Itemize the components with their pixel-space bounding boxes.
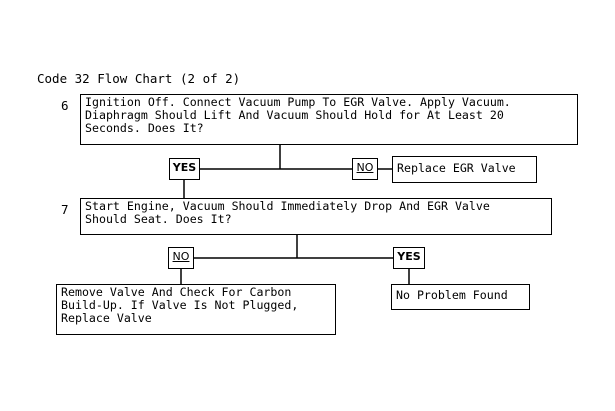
step7-no-label: NO bbox=[168, 247, 194, 269]
step6-no-result-box: Replace EGR Valve bbox=[392, 156, 537, 183]
step7-no-result-box: Remove Valve And Check For Carbon Build-… bbox=[56, 284, 336, 335]
step7-no-label-text: NO bbox=[172, 250, 190, 263]
step-number-6: 6 bbox=[61, 98, 69, 113]
step7-yes-result-box: No Problem Found bbox=[391, 284, 530, 310]
step7-yes-label: YES bbox=[393, 247, 425, 269]
step-number-7: 7 bbox=[61, 202, 69, 217]
step6-yes-label: YES bbox=[169, 158, 200, 180]
step7-question-box: Start Engine, Vacuum Should Immediately … bbox=[80, 198, 552, 235]
chart-title: Code 32 Flow Chart (2 of 2) bbox=[37, 71, 241, 86]
step6-no-label-text: NO bbox=[356, 161, 374, 174]
step6-question-box: Ignition Off. Connect Vacuum Pump To EGR… bbox=[80, 94, 578, 145]
step6-no-label: NO bbox=[352, 158, 378, 180]
